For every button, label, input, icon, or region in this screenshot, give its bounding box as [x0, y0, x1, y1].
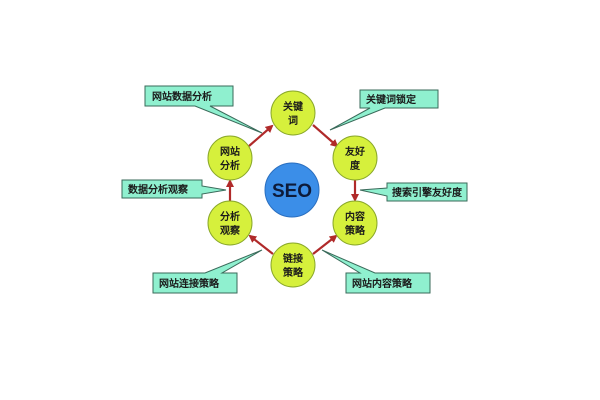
callout-site-link-strategy: 网站连接策略	[152, 249, 263, 294]
node-friendliness: 友好 度	[332, 135, 378, 181]
callout-label: 关键词锁定	[366, 93, 416, 106]
node-label-line2: 词	[288, 114, 298, 127]
node-label-line1: 分析	[220, 210, 240, 223]
seo-label: SEO	[272, 181, 312, 202]
callout-label: 搜索引擎友好度	[392, 186, 463, 199]
arrow-keyword-to-friendliness	[312, 124, 339, 148]
node-label-line2: 分析	[220, 159, 240, 172]
callout-label: 网站连接策略	[159, 277, 220, 290]
node-label-line1: 链接	[282, 252, 303, 265]
node-label-line2: 策略	[345, 224, 366, 237]
callout-site-content-strategy: 网站内容策略	[321, 249, 431, 294]
node-site-analysis: 网站 分析	[207, 135, 253, 181]
callout-label: 数据分析观察	[128, 183, 189, 196]
node-label-line2: 策略	[283, 266, 304, 279]
callout-search-engine-friendliness: 搜索引擎友好度	[359, 182, 468, 202]
node-link-strategy: 链接 策略	[270, 242, 316, 288]
node-analysis-observation: 分析 观察	[207, 200, 253, 246]
cycle-arrows	[226, 124, 359, 255]
arrow-link-to-analysis	[248, 234, 274, 255]
node-label-line2: 度	[350, 159, 361, 172]
callout-keyword-lock: 关键词锁定	[329, 89, 439, 131]
arrow-link-to-content	[312, 234, 338, 255]
callout-site-data-analysis: 网站数据分析	[144, 85, 263, 134]
node-label-line1: 内容	[345, 210, 365, 223]
callout-label: 网站数据分析	[152, 90, 212, 103]
callout-label: 网站内容策略	[352, 277, 413, 290]
node-content-strategy: 内容 策略	[332, 200, 378, 246]
arrow-site-analysis-to-keyword	[248, 124, 274, 147]
node-keyword: 关键 词	[270, 90, 316, 136]
callout-data-analysis-observation: 数据分析观察	[121, 179, 227, 199]
node-label-line1: 关键	[283, 100, 304, 113]
node-label-line2: 观察	[220, 224, 241, 237]
seo-center: SEO	[264, 162, 320, 218]
node-label-line1: 网站	[220, 145, 240, 158]
node-label-line1: 友好	[345, 145, 365, 158]
